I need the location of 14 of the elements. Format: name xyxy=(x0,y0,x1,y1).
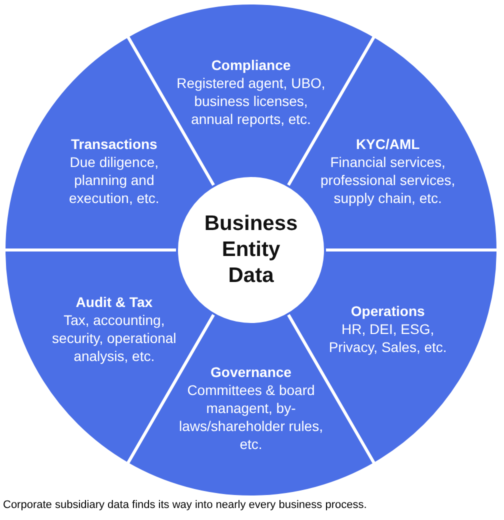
caption: Corporate subsidiary data finds its way into nearly every business process. xyxy=(3,499,367,511)
segment-description: Financial services, professional services, supply chain, etc. xyxy=(320,153,456,207)
center-title: Business Entity Data xyxy=(203,211,299,289)
segment-heading: Governance xyxy=(210,363,292,381)
segment-heading: Transactions xyxy=(70,135,158,153)
segment-description: Tax, accounting, security, operational analysis, etc. xyxy=(51,311,178,365)
segment-description: Due diligence, planning and execution, etc. xyxy=(68,153,160,207)
segment-heading: Compliance xyxy=(211,56,291,74)
segment-heading: Audit & Tax xyxy=(76,293,153,311)
segment-description: Committees & board managent, by-laws/shareholder rules, etc. xyxy=(178,381,324,453)
segment-heading: KYC/AML xyxy=(356,135,420,153)
segment-description: Registered agent, UBO, business licenses, annual reports, etc. xyxy=(176,74,326,128)
segment-description: HR, DEI, ESG, Privacy, Sales, etc. xyxy=(328,320,448,356)
segment-heading: Operations xyxy=(350,302,425,320)
